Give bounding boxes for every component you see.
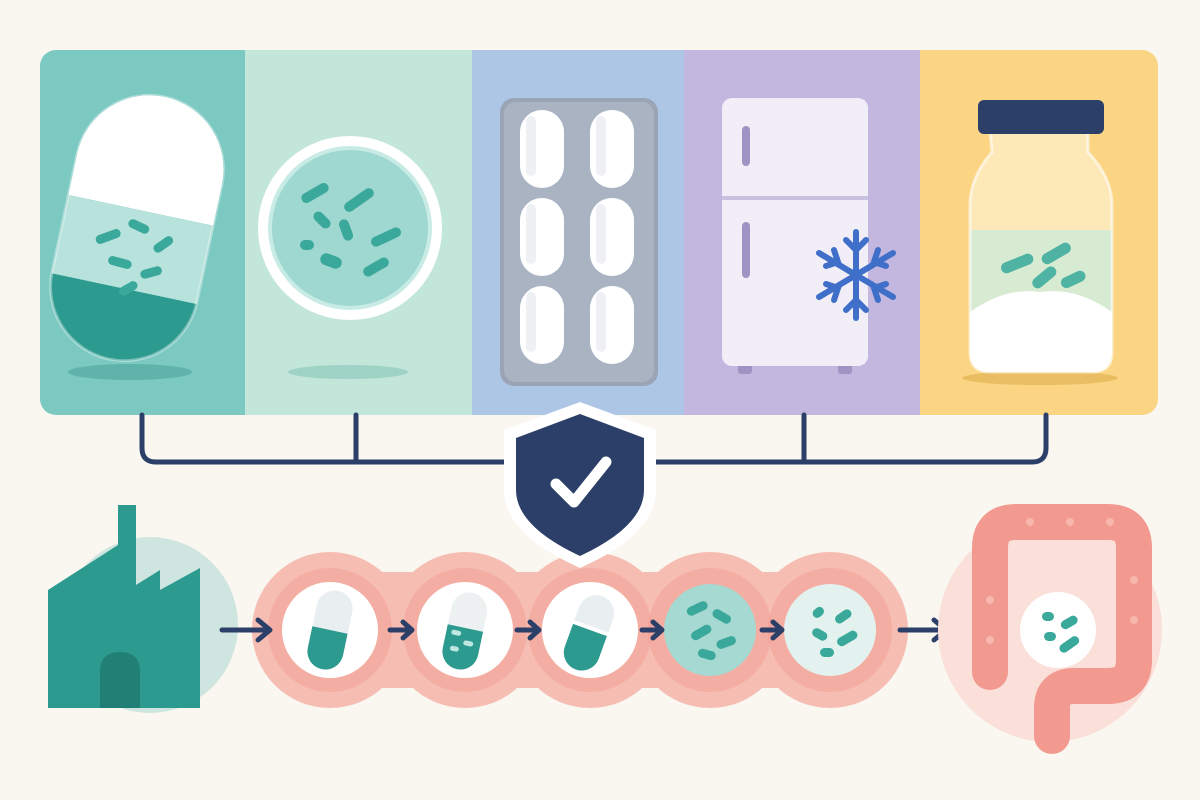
capsule-stage-opening-icon: [542, 582, 638, 678]
arrow-icon: [219, 617, 273, 643]
petri-dish-bacteria-icon: [258, 136, 442, 379]
bacteria-free-icon: [784, 584, 876, 676]
refrigerator-snowflake-icon: [722, 98, 896, 374]
checkmark-icon: [550, 456, 612, 508]
arrow-icon: [514, 619, 542, 641]
jar-lid: [978, 100, 1104, 134]
arrow-icon: [759, 619, 785, 641]
bacteria-release-icon: [664, 584, 756, 676]
capsule-stage-dissolving-icon: [417, 582, 513, 678]
shield-check-icon: [504, 402, 656, 568]
arrow-icon: [639, 619, 665, 641]
snowflake-icon: [816, 229, 896, 321]
powder-jar-icon: [962, 100, 1118, 385]
capsule-stage-intact-icon: [282, 582, 378, 678]
flow-arrows: [219, 617, 949, 643]
colon-icon: [938, 504, 1162, 754]
blister-pack-icon: [500, 98, 658, 386]
bacteria-icon: [95, 219, 174, 296]
arrow-icon: [387, 619, 415, 641]
factory-icon: [48, 505, 238, 713]
